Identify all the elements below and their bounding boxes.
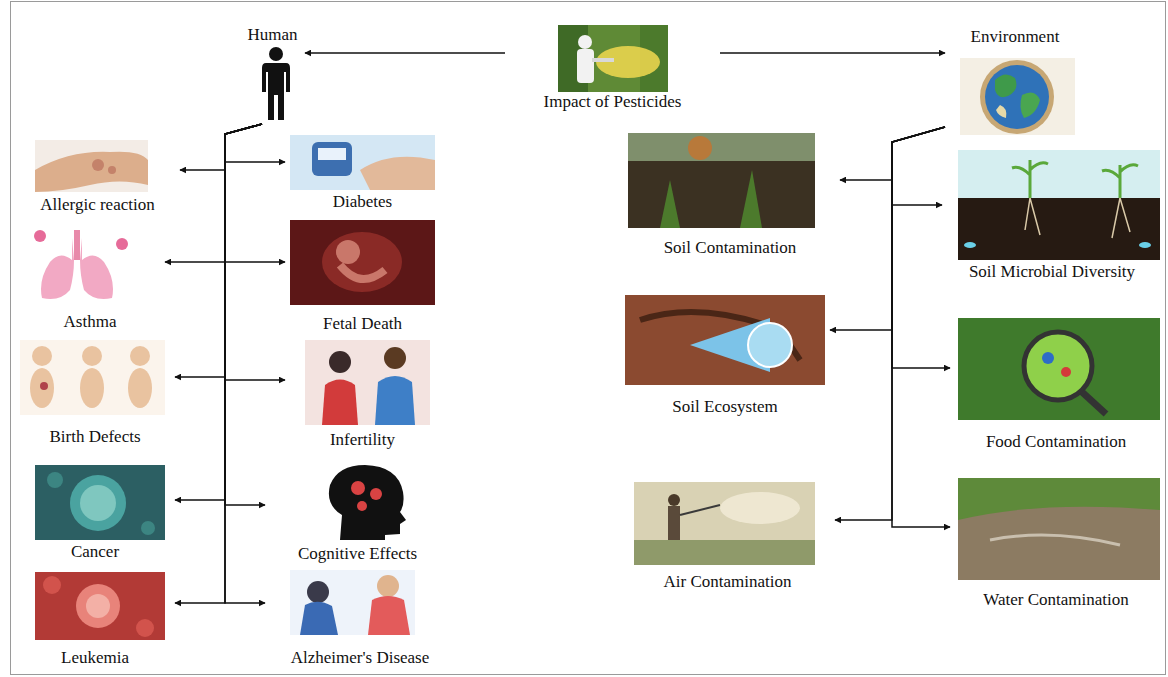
arrow-connector (720, 52, 945, 54)
blood-cells-picture (35, 572, 165, 640)
arrow-connector (892, 127, 950, 368)
node-label: Soil Microbial Diversity (967, 262, 1137, 282)
node-label: Air Contamination (662, 572, 794, 592)
infants-picture (20, 340, 165, 415)
node-label: Environment (969, 27, 1062, 47)
effect-node: Water Contamination (950, 476, 1162, 610)
arrow-connector (175, 124, 262, 500)
arrow-connector (830, 127, 945, 330)
effect-node: Diabetes (285, 133, 440, 212)
effect-node: Asthma (15, 220, 165, 332)
arrow-connector (225, 124, 265, 505)
human-figure (262, 47, 290, 120)
frame (11, 2, 1166, 675)
environment-node: Environment (945, 27, 1085, 137)
effect-node: Infertility (285, 338, 440, 450)
central-node: Impact of Pesticides (505, 22, 720, 112)
fetal-death-picture (290, 220, 435, 305)
arrow-connector (892, 127, 950, 527)
effect-node: Alzheimer's Disease (265, 568, 455, 668)
sprayer-photo (558, 25, 668, 92)
arrow-connector (225, 124, 285, 380)
cancer-cell-picture (35, 465, 165, 540)
node-label: Birth Defects (47, 427, 142, 447)
couple-picture (305, 340, 430, 425)
arrow-connector (305, 52, 505, 54)
effect-node: Soil Contamination (620, 130, 840, 258)
arrow-connector (180, 124, 262, 170)
arrow-connector (225, 124, 265, 603)
soil-photo (628, 133, 815, 228)
arrow-connector (225, 124, 285, 262)
arrow-connector (165, 124, 262, 262)
effect-node: Leukemia (15, 570, 175, 668)
effect-node: Fetal Death (285, 218, 440, 334)
arrow-connector (225, 124, 285, 162)
water-photo (958, 478, 1160, 580)
node-label: Soil Contamination (662, 238, 799, 258)
effect-node: Soil Microbial Diversity (942, 148, 1162, 282)
arrow-connector (835, 127, 945, 520)
node-label: Cognitive Effects (296, 544, 419, 564)
alzheimers-picture (290, 570, 415, 635)
node-label: Water Contamination (981, 590, 1130, 610)
food-microbes-picture (958, 318, 1160, 420)
lungs-picture (20, 222, 135, 305)
node-label: Cancer (69, 542, 121, 562)
arrow-connector (175, 124, 262, 377)
glucose-meter-photo (290, 135, 435, 190)
node-label: Allergic reaction (38, 195, 156, 215)
effect-node: Allergic reaction (15, 138, 180, 215)
human-node: Human (240, 25, 305, 124)
globe-picture (960, 58, 1075, 135)
effect-node: Air Contamination (620, 480, 835, 592)
effect-node: Cognitive Effects (265, 463, 450, 564)
node-label: Leukemia (59, 648, 131, 668)
node-label: Diabetes (331, 192, 394, 212)
effect-node: Soil Ecosystem (620, 292, 830, 417)
effect-node: Cancer (15, 463, 175, 562)
node-label: Human (245, 25, 299, 45)
node-label: Alzheimer's Disease (289, 648, 432, 668)
arrow-connector (892, 127, 945, 205)
spraying-photo (634, 482, 815, 565)
effect-node: Birth Defects (15, 338, 175, 447)
node-label: Impact of Pesticides (542, 92, 684, 112)
effect-node: Food Contamination (950, 316, 1162, 452)
node-label: Infertility (328, 430, 397, 450)
node-label: Soil Ecosystem (670, 397, 779, 417)
head-silhouette (329, 465, 406, 540)
roots-picture (958, 150, 1160, 260)
node-label: Fetal Death (321, 314, 404, 334)
soil-ecosystem-picture (625, 295, 825, 385)
node-label: Food Contamination (984, 432, 1128, 452)
arrow-connector (175, 124, 262, 603)
allergy-photo (35, 140, 148, 192)
node-label: Asthma (62, 312, 119, 332)
